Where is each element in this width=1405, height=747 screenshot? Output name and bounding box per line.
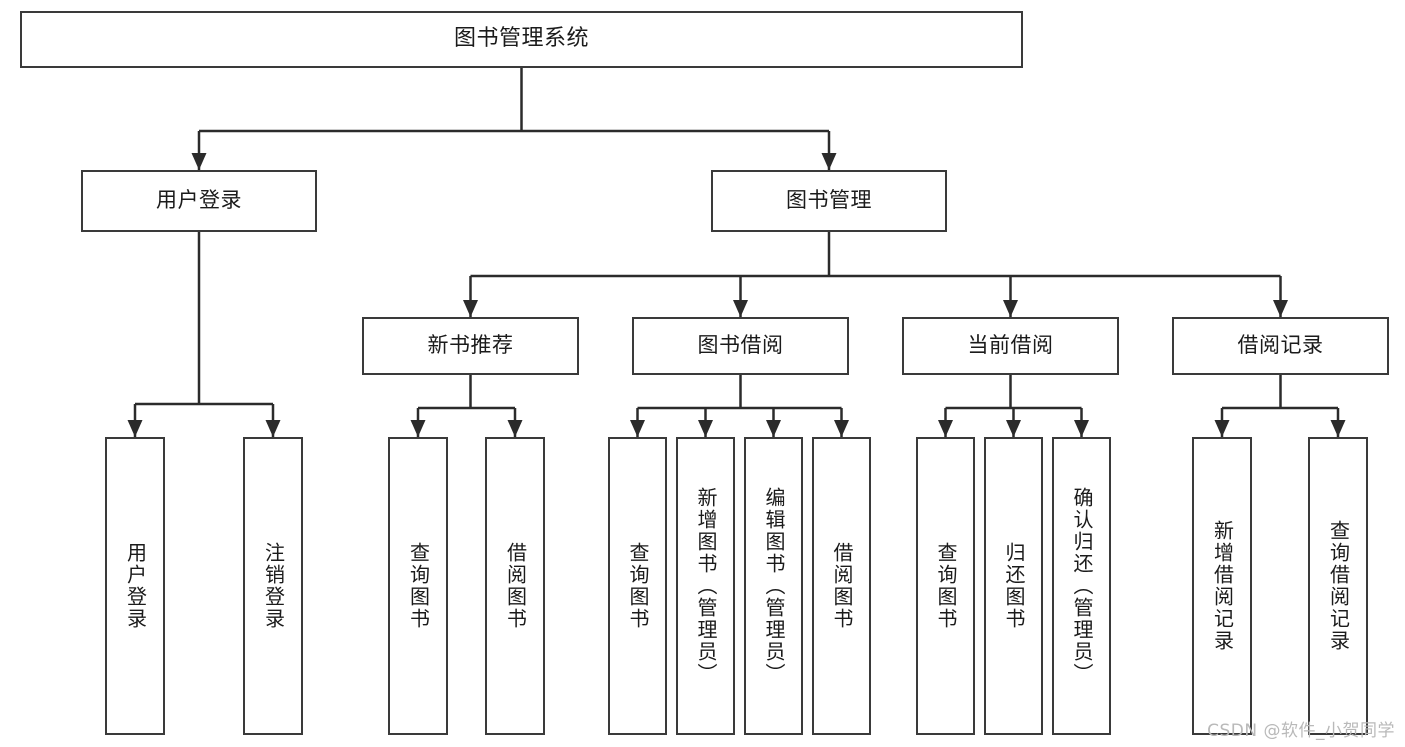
node-label: 图书管理系统 [453, 26, 589, 52]
leaf-query-books-recommend[interactable]: 查询图书 [388, 437, 448, 735]
node-current-borrow[interactable]: 当前借阅 [902, 317, 1119, 375]
leaf-query-books-borrow[interactable]: 查询图书 [608, 437, 667, 735]
node-root[interactable]: 图书管理系统 [20, 11, 1023, 68]
node-label: 用户登录 [156, 188, 242, 213]
node-label: 新书推荐 [427, 333, 514, 358]
node-label: 当前借阅 [967, 333, 1054, 358]
leaf-borrow-books-recommend[interactable]: 借阅图书 [485, 437, 545, 735]
leaf-borrow-book[interactable]: 借阅图书 [812, 437, 871, 735]
leaf-add-borrow-record[interactable]: 新增借阅记录 [1192, 437, 1252, 735]
leaf-edit-book-admin[interactable]: 编辑图书（管理员） [744, 437, 803, 735]
node-new-book-recommend[interactable]: 新书推荐 [362, 317, 579, 375]
node-label: 查询图书 [934, 542, 958, 630]
node-borrow-records[interactable]: 借阅记录 [1172, 317, 1389, 375]
node-label: 图书管理 [786, 188, 872, 213]
leaf-confirm-return-admin[interactable]: 确认归还（管理员） [1052, 437, 1111, 735]
leaf-add-book-admin[interactable]: 新增图书（管理员） [676, 437, 735, 735]
node-label: 借阅图书 [830, 542, 854, 630]
node-label: 借阅图书 [503, 542, 528, 630]
leaf-user-logout[interactable]: 注销登录 [243, 437, 303, 735]
node-label: 归还图书 [1002, 542, 1026, 630]
node-label: 确认归还（管理员） [1070, 487, 1094, 685]
node-label: 查询图书 [626, 542, 650, 630]
leaf-query-books-current[interactable]: 查询图书 [916, 437, 975, 735]
node-label: 查询图书 [406, 542, 431, 630]
node-label: 图书借阅 [697, 333, 784, 358]
node-user-login[interactable]: 用户登录 [81, 170, 317, 232]
node-label: 查询借阅记录 [1326, 520, 1351, 652]
node-label: 用户登录 [123, 542, 148, 630]
node-label: 新增借阅记录 [1210, 520, 1235, 652]
node-book-management[interactable]: 图书管理 [711, 170, 947, 232]
node-label: 新增图书（管理员） [694, 487, 718, 685]
leaf-user-login[interactable]: 用户登录 [105, 437, 165, 735]
leaf-query-borrow-record[interactable]: 查询借阅记录 [1308, 437, 1368, 735]
node-book-borrow[interactable]: 图书借阅 [632, 317, 849, 375]
node-label: 注销登录 [261, 542, 286, 630]
node-label: 编辑图书（管理员） [762, 487, 786, 685]
watermark-text: CSDN @软件_小贺同学 [1207, 721, 1395, 741]
node-label: 借阅记录 [1237, 333, 1324, 358]
leaf-return-book[interactable]: 归还图书 [984, 437, 1043, 735]
